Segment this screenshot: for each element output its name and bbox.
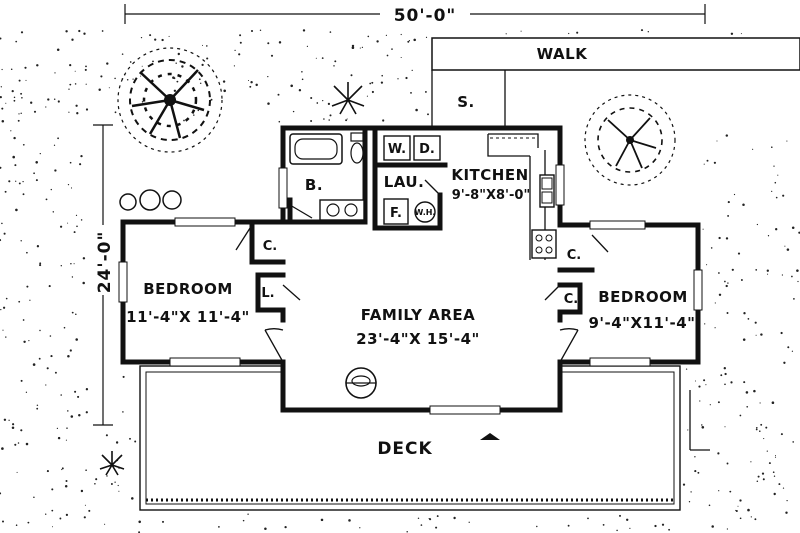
- furnace-label: F.: [390, 206, 402, 221]
- bedroom-left-label: BEDROOM: [143, 280, 233, 298]
- bath-label: B.: [305, 176, 323, 194]
- laundry-label: LAU.: [384, 173, 425, 191]
- furnace-icon: [383, 198, 409, 225]
- dryer-label: D.: [419, 142, 435, 157]
- bedroom-right-size: 9'-4"X11'-4": [588, 314, 695, 332]
- dryer-icon: [413, 135, 441, 161]
- walk-label: WALK: [537, 45, 589, 63]
- depth-dimension: [92, 124, 114, 426]
- closet-right-bottom-label: C.: [564, 292, 578, 307]
- tree-left-icon: [117, 47, 223, 153]
- deck-label: DECK: [377, 439, 432, 459]
- vanity-icon: [319, 199, 365, 221]
- closet-left-label: C.: [263, 239, 277, 254]
- toilet-icon: [350, 132, 364, 164]
- fireplace-icon: [345, 367, 377, 399]
- interior-walls: [249, 125, 595, 323]
- kitchen-size: 9'-8"X8'-0": [452, 188, 531, 203]
- shrub-icon: [331, 82, 365, 115]
- range-icon: [531, 229, 557, 259]
- bedroom-right-label: BEDROOM: [598, 288, 688, 306]
- closet-right-top-label: C.: [567, 248, 581, 263]
- shrub-icon: [119, 189, 182, 211]
- family-area-size: 23'-4"X 15'-4": [356, 330, 480, 348]
- doors: [235, 179, 609, 363]
- overall-depth-label: 24'-0": [95, 231, 115, 294]
- walk: [431, 37, 800, 131]
- sink-icon: [539, 174, 555, 208]
- overall-width-label: 50'-0": [394, 6, 457, 26]
- family-area-label: FAMILY AREA: [361, 306, 475, 324]
- storage-label: S.: [457, 93, 475, 111]
- bathtub-icon: [289, 133, 343, 165]
- washer-label: W.: [388, 142, 406, 157]
- water-heater-label: W.H.: [415, 208, 436, 217]
- washer-icon: [383, 135, 411, 161]
- bedroom-left-size: 11'-4"X 11'-4": [126, 308, 250, 326]
- landscape-stipple: [0, 29, 800, 533]
- water-heater-icon: [414, 201, 436, 223]
- windows: [118, 164, 703, 415]
- tree-right-icon: [584, 94, 676, 186]
- entry-arrow-icon: [480, 433, 500, 440]
- kitchen-label: KITCHEN: [451, 166, 528, 184]
- shrub-icon: [99, 451, 125, 476]
- width-dimension: [124, 4, 706, 24]
- linen-label: L.: [261, 286, 274, 301]
